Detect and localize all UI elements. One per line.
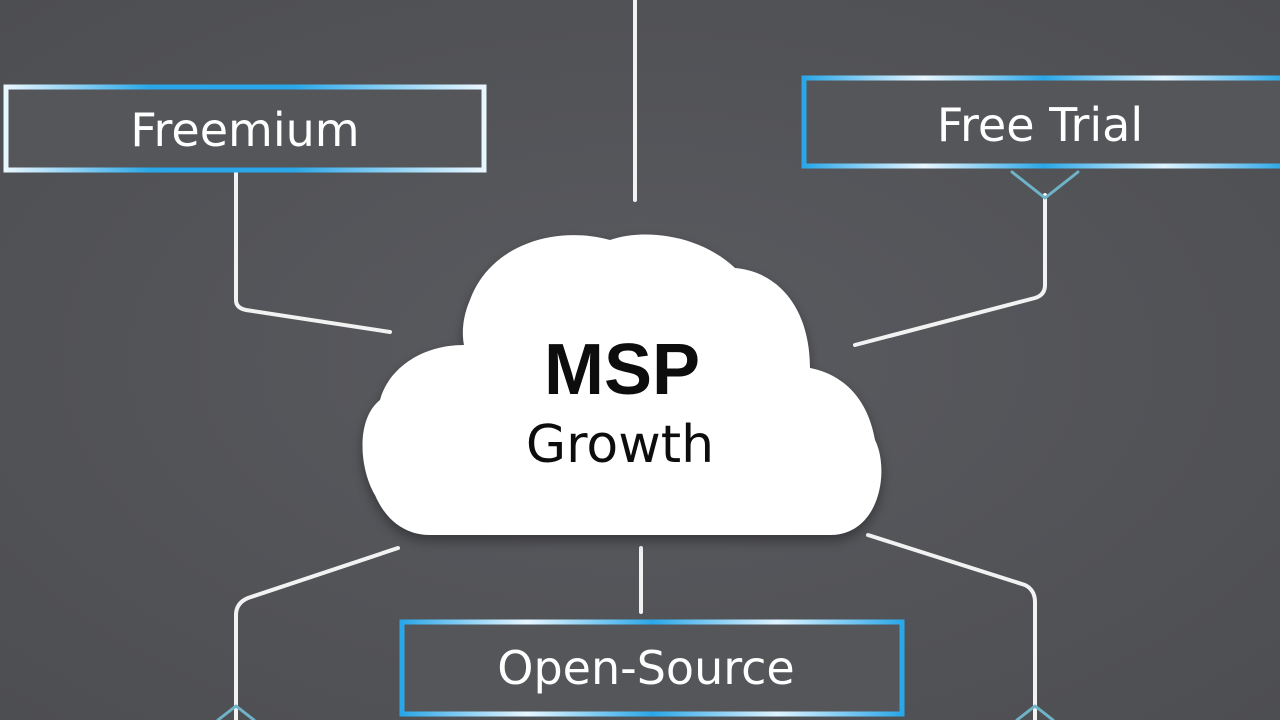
freemium-label: Freemium [130,103,359,157]
center-subtitle: Growth [526,415,714,475]
connector-bottom-right [866,533,1037,720]
connector-free-trial [853,193,1047,347]
arrow-bottom-right [1015,704,1055,720]
arrow-bottom-left [216,704,256,720]
open-source-label: Open-Source [497,641,794,695]
node-open-source: Open-Source [399,619,905,717]
cloud-icon [362,234,882,535]
cloud-center: MSP Growth [362,234,882,535]
node-freemium: Freemium [3,84,487,173]
center-title: MSP [544,330,700,410]
connector-freemium [234,170,392,334]
node-free-trial: Free Trial [801,75,1280,169]
free-trial-label: Free Trial [937,98,1143,152]
connectors [216,0,1080,720]
connector-bottom-left [234,546,400,720]
arrow-free-trial [1010,170,1080,200]
